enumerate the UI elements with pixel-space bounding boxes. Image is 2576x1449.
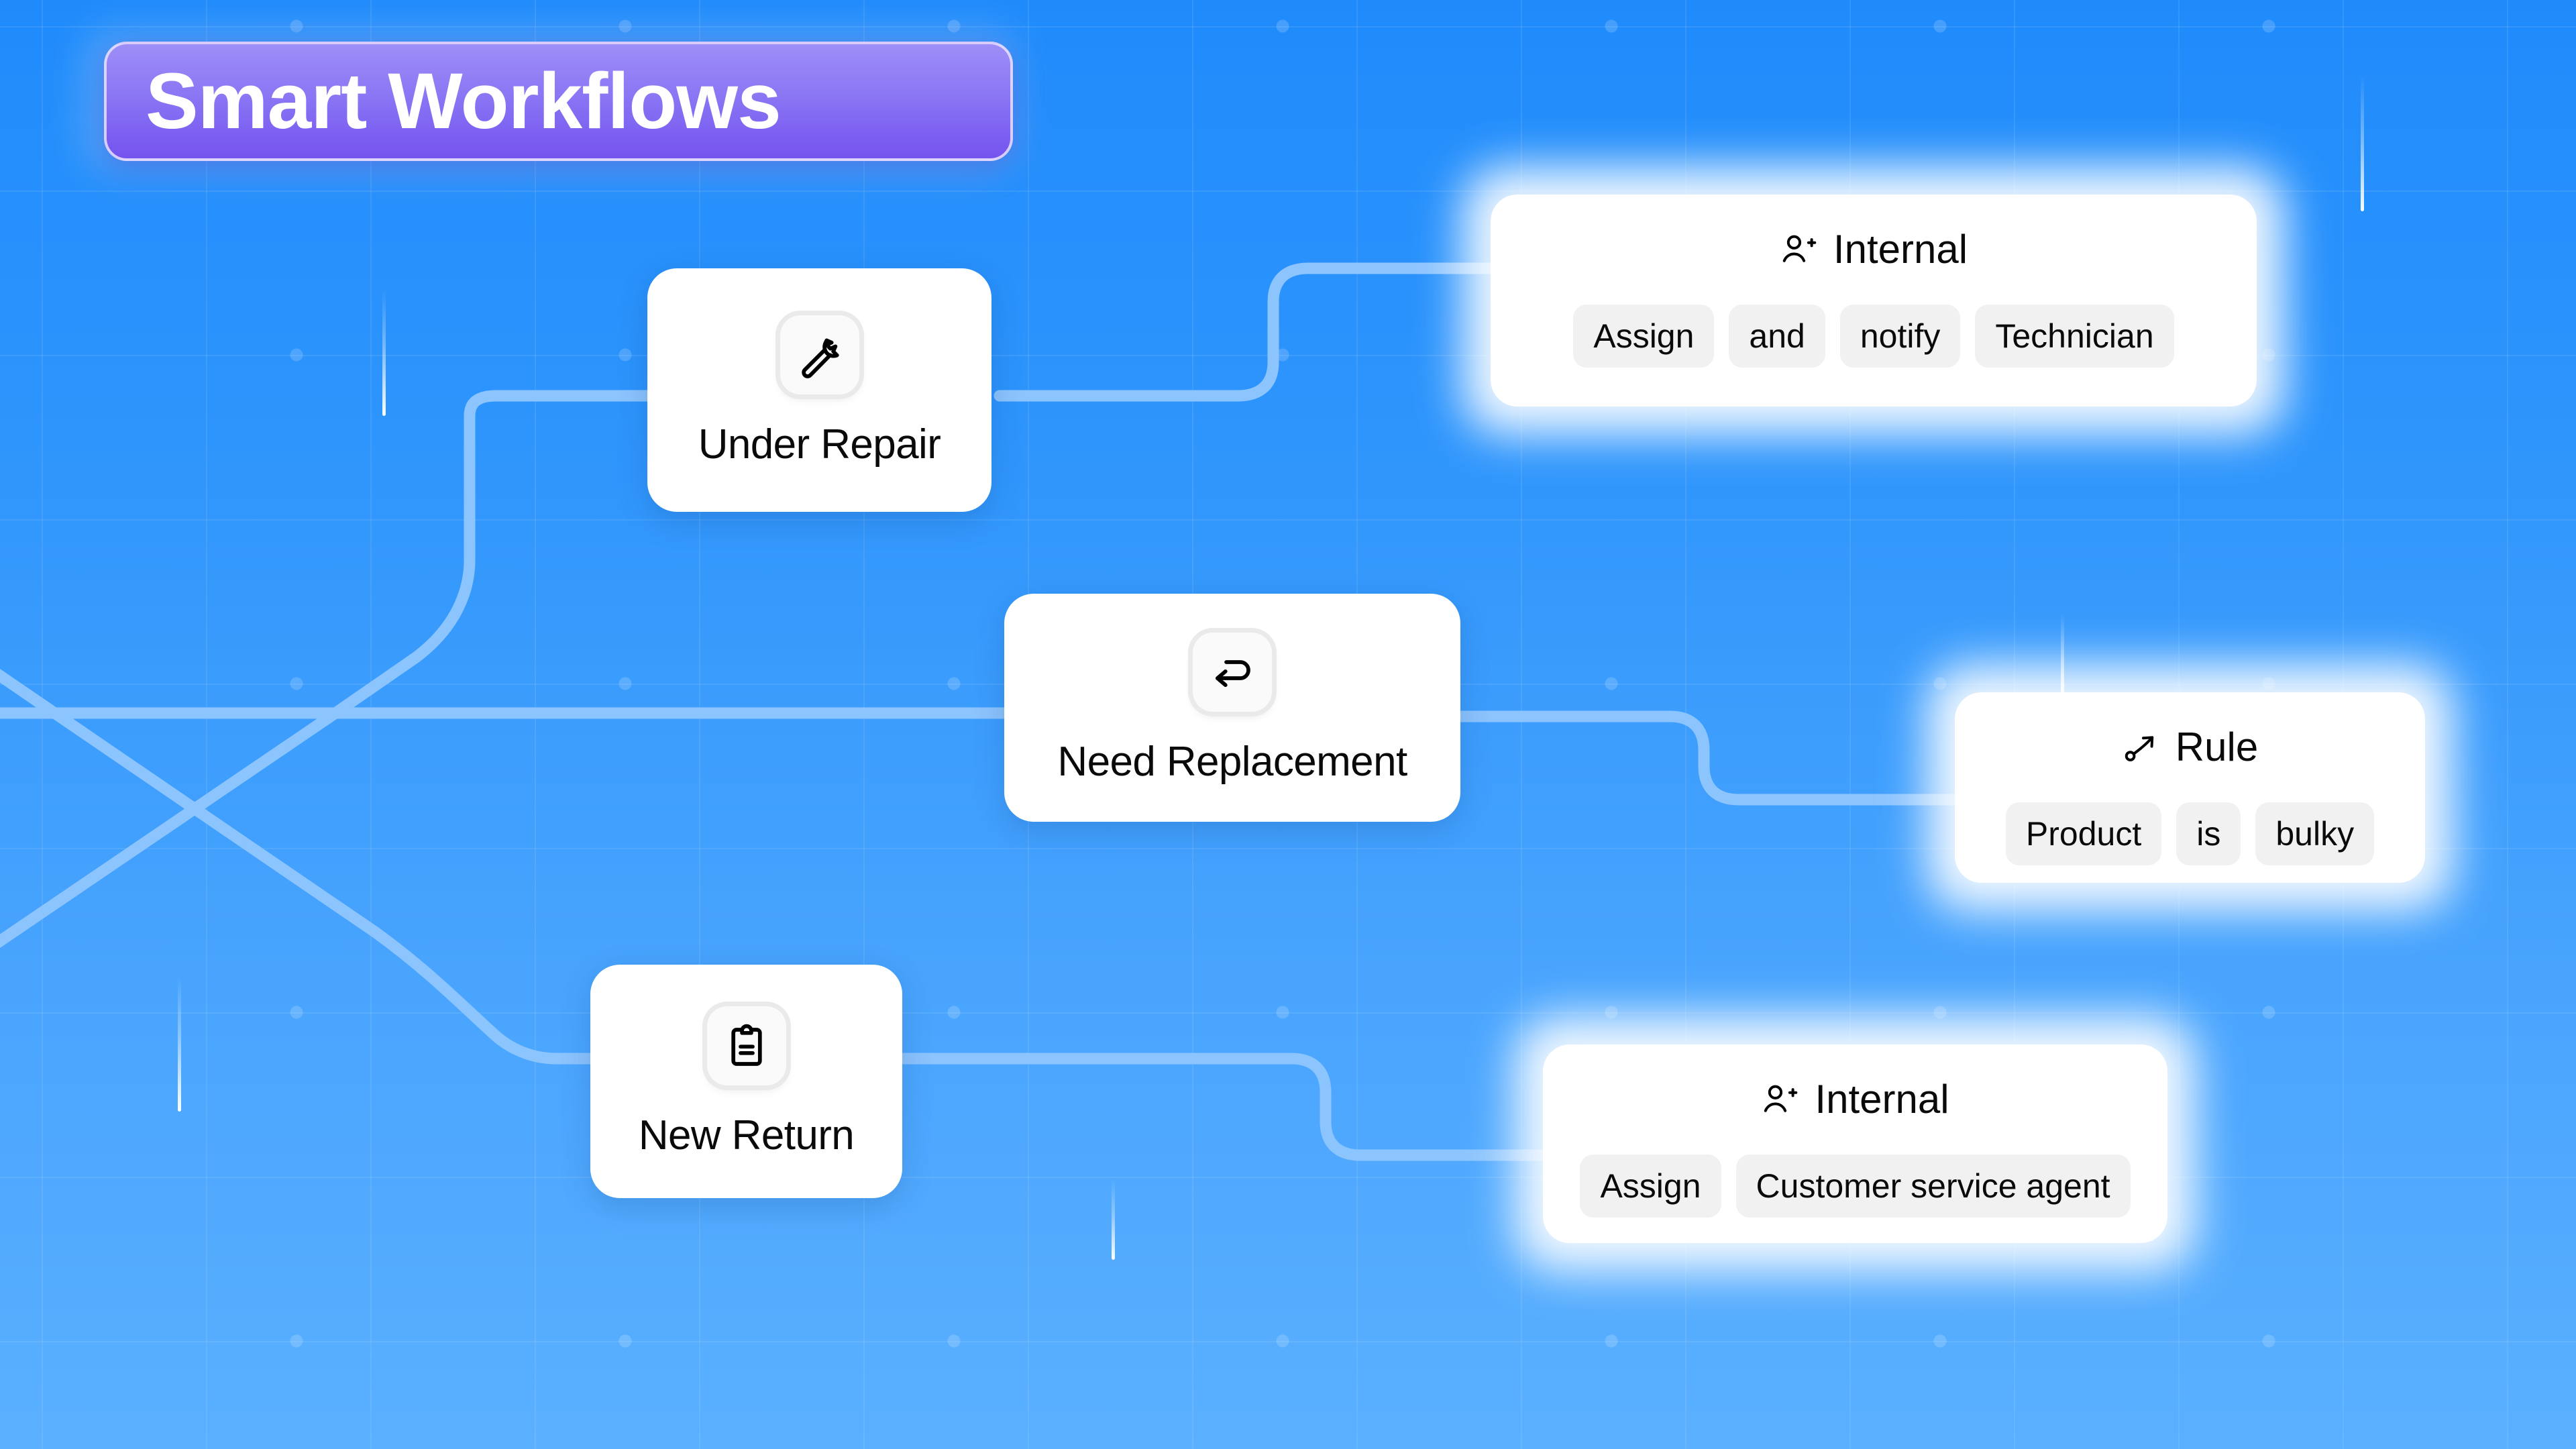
pill-row: Assign Customer service agent: [1580, 1155, 2131, 1218]
card-body: Internal Assign and notify Technician: [1491, 195, 2257, 407]
action-card-internal-technician[interactable]: Internal Assign and notify Technician: [1462, 166, 2285, 435]
node-label: New Return: [638, 1112, 855, 1159]
branch-arrow-icon: [2122, 729, 2159, 766]
card-title: Rule: [2175, 724, 2259, 769]
pill[interactable]: Technician: [1975, 305, 2174, 368]
pill[interactable]: notify: [1839, 305, 1961, 368]
pill-row: Assign and notify Technician: [1573, 305, 2174, 368]
card-body: Rule Product is bulky: [1955, 692, 2425, 883]
pill[interactable]: Product: [2005, 802, 2162, 865]
node-label: Under Repair: [698, 421, 941, 468]
page-title-badge: Smart Workflows: [104, 42, 1013, 161]
pill-row: Product is bulky: [2005, 802, 2375, 865]
card-header: Internal: [1780, 229, 1968, 270]
page-title: Smart Workflows: [146, 57, 782, 146]
node-under-repair[interactable]: Under Repair: [647, 268, 991, 512]
pill[interactable]: bulky: [2255, 802, 2375, 865]
node-need-replacement[interactable]: Need Replacement: [1004, 594, 1460, 822]
pill[interactable]: and: [1729, 305, 1825, 368]
pill[interactable]: Customer service agent: [1735, 1155, 2131, 1218]
user-plus-icon: [1780, 231, 1817, 268]
return-arrow-icon: [1193, 633, 1272, 712]
wrench-icon: [780, 315, 859, 394]
action-card-internal-agent[interactable]: Internal Assign Customer service agent: [1515, 1016, 2196, 1271]
card-title: Internal: [1833, 227, 1968, 272]
decorative-streak: [178, 974, 181, 1112]
user-plus-icon: [1761, 1081, 1799, 1118]
decorative-streak: [2361, 74, 2364, 211]
card-body: Internal Assign Customer service agent: [1543, 1044, 2167, 1243]
card-header: Rule: [2122, 727, 2258, 767]
action-card-rule-bulky[interactable]: Rule Product is bulky: [1927, 664, 2453, 911]
pill[interactable]: is: [2176, 802, 2241, 865]
node-label: Need Replacement: [1057, 739, 1407, 785]
pill[interactable]: Assign: [1580, 1155, 1721, 1218]
card-title: Internal: [1815, 1077, 1949, 1122]
clipboard-icon: [706, 1006, 786, 1085]
pill[interactable]: Assign: [1573, 305, 1715, 368]
decorative-streak: [382, 288, 386, 416]
card-header: Internal: [1761, 1079, 1949, 1120]
node-new-return[interactable]: New Return: [590, 965, 902, 1198]
decorative-streak: [1112, 1179, 1115, 1260]
